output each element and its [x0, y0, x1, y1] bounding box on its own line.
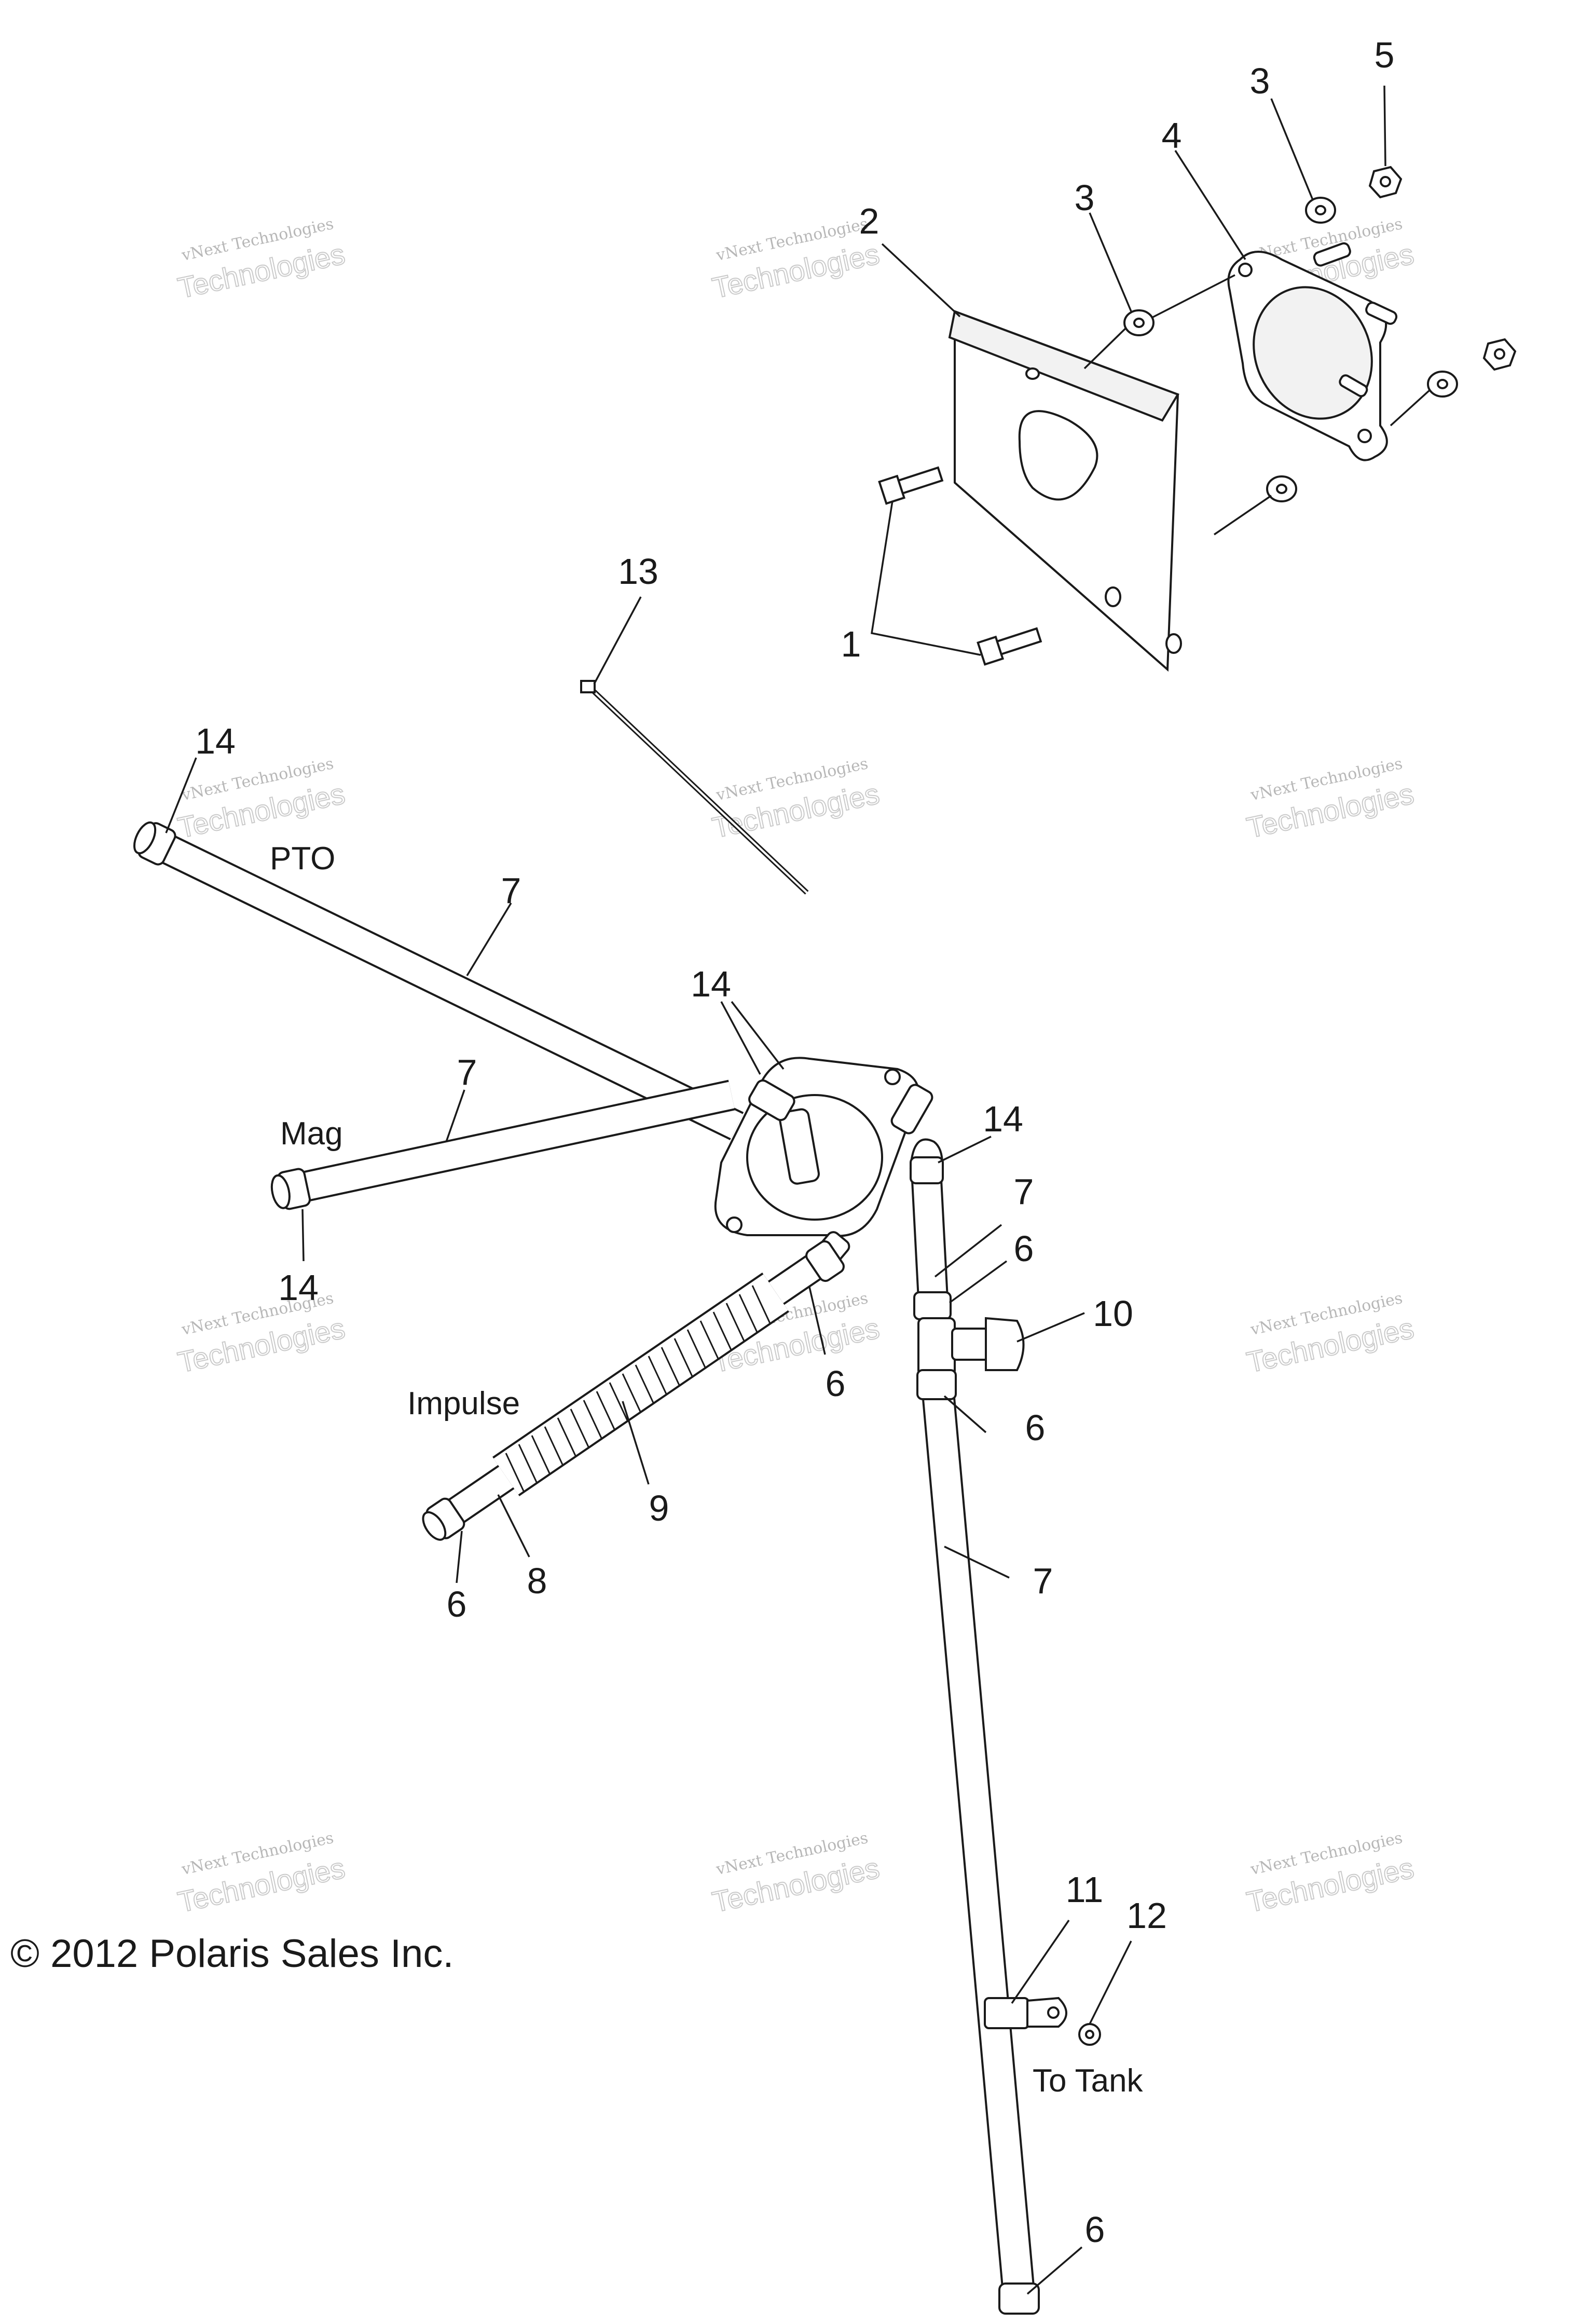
callout-7: 7 — [1014, 1171, 1034, 1212]
watermark: vNext Technologies Technologies — [174, 755, 348, 845]
pump-mount-hole — [1238, 263, 1253, 277]
callout-14: 14 — [278, 1267, 319, 1308]
callout-leaders — [165, 85, 1386, 2295]
bracket-flange — [948, 310, 1179, 422]
valve-body — [917, 1317, 956, 1376]
label-mag: Mag — [280, 1116, 343, 1152]
pump-nozzle — [1365, 302, 1398, 325]
pump-nipple — [748, 1079, 795, 1122]
impulse-hose — [422, 1240, 845, 1541]
callout-3: 3 — [1250, 61, 1270, 101]
callout-6: 6 — [1085, 2209, 1105, 2250]
mounting-bracket — [948, 310, 1182, 672]
outlet-hose-lower — [916, 1369, 1067, 2315]
hose-clamp — [910, 1156, 944, 1184]
callout-6: 6 — [826, 1363, 846, 1404]
valve-stem — [951, 1328, 990, 1361]
bolt-shank — [897, 466, 944, 495]
bracket-hole — [1025, 367, 1040, 380]
pump-outlet-elbow — [778, 1108, 820, 1185]
hose-clamp — [916, 1369, 957, 1400]
hose-clamp — [805, 1240, 845, 1282]
bracket-cutout — [1018, 410, 1098, 501]
pump-nipple — [890, 1084, 933, 1134]
callout-7: 7 — [457, 1052, 477, 1092]
assembly-line — [1083, 327, 1127, 370]
washer — [1266, 475, 1297, 502]
callout-1: 1 — [841, 624, 861, 664]
callout-7: 7 — [1033, 1561, 1053, 1601]
fuel-pump — [714, 1057, 933, 1272]
washer — [1305, 197, 1336, 224]
callout-14: 14 — [983, 1099, 1023, 1139]
nut — [1368, 166, 1403, 199]
watermark: vNext Technologies Technologies — [174, 215, 348, 305]
fuel-pump-top — [1227, 242, 1398, 461]
shutoff-valve — [917, 1317, 1025, 1376]
hose-clamp — [913, 1291, 952, 1320]
callout-10: 10 — [1093, 1293, 1133, 1334]
valve-knob — [985, 1317, 1025, 1371]
callout-2: 2 — [859, 201, 880, 241]
callout-14: 14 — [195, 721, 236, 761]
screw — [1078, 2023, 1101, 2046]
watermark: vNext Technologies Technologies — [174, 1289, 348, 1379]
pump-nozzle — [1339, 374, 1368, 398]
bolt-shank — [996, 627, 1042, 656]
watermark: vNext Technologies Technologies — [709, 215, 883, 305]
callout-3: 3 — [1075, 177, 1095, 218]
callout-12: 12 — [1126, 1895, 1167, 1936]
callout-8: 8 — [527, 1561, 547, 1601]
callout-7: 7 — [501, 870, 521, 911]
hose-labels: PTO Mag Impulse To Tank — [270, 841, 1144, 2099]
watermark: vNext Technologies Technologies — [174, 1829, 348, 1919]
callout-6: 6 — [1014, 1228, 1034, 1269]
watermark: vNext Technologies Technologies — [709, 755, 883, 845]
callout-5: 5 — [1375, 35, 1395, 75]
hose-clamp — [133, 821, 176, 866]
washer — [1123, 309, 1155, 336]
label-to-tank: To Tank — [1033, 2063, 1144, 2099]
pump-mount-hole — [884, 1069, 901, 1085]
pto-hose — [133, 821, 744, 1140]
washer — [1427, 371, 1458, 398]
mag-hose — [270, 1079, 735, 1210]
watermark: vNext Technologies Technologies — [1243, 1829, 1417, 1919]
callout-9: 9 — [649, 1488, 669, 1528]
assembly-line — [1390, 389, 1431, 427]
pump-mount-hole — [726, 1216, 743, 1233]
bracket-hole — [1165, 633, 1182, 654]
bolt — [878, 466, 944, 505]
callout-4: 4 — [1162, 115, 1182, 156]
callout-14: 14 — [691, 964, 731, 1004]
bolt — [977, 627, 1042, 666]
watermark: vNext Technologies Technologies — [709, 1829, 883, 1919]
nut — [1482, 338, 1517, 371]
hose-clamp — [422, 1497, 465, 1541]
cable-tie-head — [580, 680, 596, 693]
impulse-spring-sleeve — [492, 1273, 789, 1496]
watermark: vNext Technologies Technologies — [1243, 755, 1417, 845]
assembly-line — [1151, 274, 1235, 319]
callout-6: 6 — [447, 1584, 467, 1624]
callout-13: 13 — [618, 551, 658, 592]
bracket-hole — [1105, 586, 1121, 607]
hose-clamp — [998, 2282, 1040, 2315]
callout-numbers: 5 3 4 3 2 13 1 14 7 14 7 14 14 7 6 10 6 … — [195, 35, 1394, 2250]
copyright-notice: © 2012 Polaris Sales Inc. — [10, 1932, 454, 1976]
pump-nozzle — [1313, 242, 1351, 267]
callout-11: 11 — [1066, 1869, 1104, 1910]
callout-6: 6 — [1025, 1407, 1046, 1448]
watermark: vNext Technologies Technologies — [1243, 1289, 1417, 1379]
assembly-line — [1214, 495, 1272, 536]
p-clamp — [984, 1997, 1067, 2029]
label-impulse: Impulse — [407, 1386, 520, 1421]
cable-tie — [580, 680, 809, 895]
outlet-hose-upper — [909, 1138, 952, 1320]
label-pto: PTO — [270, 841, 335, 877]
pump-mount-hole — [1357, 429, 1372, 443]
hose-clamp — [270, 1168, 311, 1210]
